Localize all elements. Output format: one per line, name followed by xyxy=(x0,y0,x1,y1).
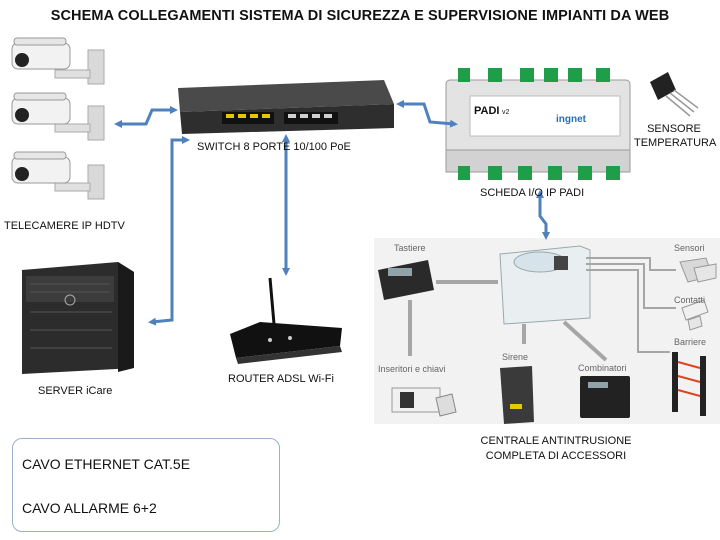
ethernet-cables xyxy=(114,100,550,474)
server-label: SERVER iCare xyxy=(38,385,113,397)
camera-icon xyxy=(11,37,105,85)
cameras-label: TELECAMERE IP HDTV xyxy=(4,220,125,232)
key-switch-icon xyxy=(391,387,457,417)
keypad-icon xyxy=(378,260,434,300)
switch-icon xyxy=(178,80,394,134)
panel-label-contatti: Contatti xyxy=(674,295,706,305)
temperature-sensor-icon xyxy=(650,72,699,117)
padi-board-icon xyxy=(445,68,631,180)
central-label-line1: CENTRALE ANTINTRUSIONE xyxy=(480,435,632,447)
server-icon xyxy=(22,262,134,374)
panel-label-tastiere: Tastiere xyxy=(394,243,426,253)
padi-label: SCHEDA I/O IP PADI xyxy=(480,187,585,199)
central-label-line2: COMPLETA DI ACCESSORI xyxy=(485,450,627,462)
panel-label-barriere: Barriere xyxy=(674,337,707,347)
dialer-icon xyxy=(580,376,630,418)
legend-ethernet-label: CAVO ETHERNET CAT.5E xyxy=(22,456,191,472)
panel-label-sirene: Sirene xyxy=(502,352,529,362)
panel-label-sensori: Sensori xyxy=(674,243,705,253)
padi-brand-text: PADI xyxy=(474,105,499,117)
router-label: ROUTER ADSL Wi-Fi xyxy=(228,373,334,385)
alarm-control-unit-icon xyxy=(499,245,591,325)
switch-label: SWITCH 8 PORTE 10/100 PoE xyxy=(197,141,351,153)
sensor-label-line1: SENSORE xyxy=(647,123,701,135)
motion-sensor-icon xyxy=(679,257,717,283)
sensor-label-line2: TEMPERATURA xyxy=(634,137,717,149)
padi-version-text: v2 xyxy=(502,109,510,116)
alarm-cables xyxy=(408,257,676,362)
ingnet-logo-text: ingnet xyxy=(556,114,587,125)
camera-icon xyxy=(11,151,105,200)
legend-box xyxy=(12,438,280,532)
barrier-icon xyxy=(672,352,706,416)
panel-label-inseritori: Inseritori e chiavi xyxy=(378,364,446,374)
door-contact-icon xyxy=(681,299,709,331)
panel-label-combinatori: Combinatori xyxy=(578,363,627,373)
camera-icon xyxy=(11,92,105,141)
legend-alarm-label: CAVO ALLARME 6+2 xyxy=(22,500,157,516)
siren-icon xyxy=(500,366,534,424)
router-icon xyxy=(230,277,342,364)
diagram-title: SCHEMA COLLEGAMENTI SISTEMA DI SICUREZZA… xyxy=(50,8,670,24)
